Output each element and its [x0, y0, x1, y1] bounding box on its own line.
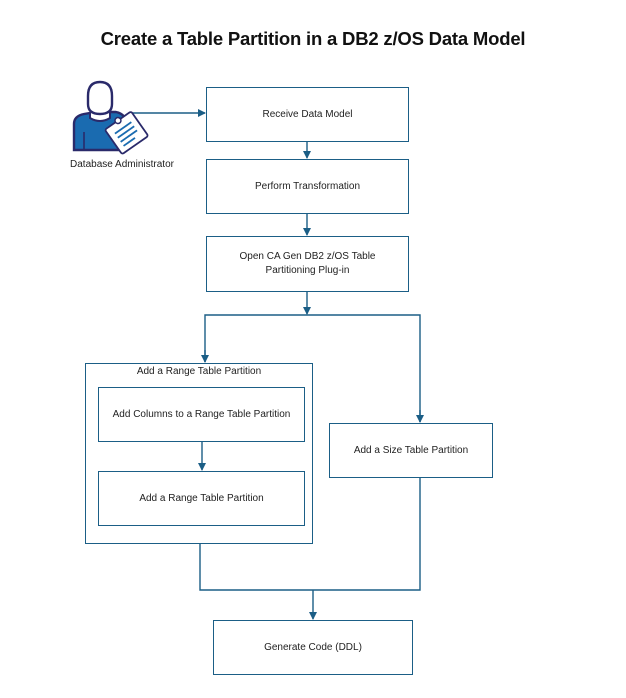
branch-line [204, 314, 421, 422]
step-open-plugin: Open CA Gen DB2 z/OS Table Partitioning … [206, 236, 409, 292]
step-add-range-partition: Add a Range Table Partition [98, 471, 305, 526]
step-add-size-partition: Add a Size Table Partition [329, 423, 493, 478]
step-label: Receive Data Model [262, 108, 353, 120]
step-receive-data-model: Receive Data Model [206, 87, 409, 142]
step-label: Perform Transformation [254, 180, 361, 192]
step-label: Add a Size Table Partition [353, 444, 469, 456]
diagram-title: Create a Table Partition in a DB2 z/OS D… [100, 28, 526, 49]
step-label: Generate Code (DDL) [264, 641, 362, 653]
group-label: Add a Range Table Partition [136, 366, 262, 377]
merge-line [199, 477, 421, 591]
step-label: Add Columns to a Range Table Partition [112, 408, 291, 420]
step-label: Open CA Gen DB2 z/OS Table Partitioning … [239, 251, 376, 276]
step-generate-code: Generate Code (DDL) [213, 620, 413, 675]
step-add-columns: Add Columns to a Range Table Partition [98, 387, 305, 442]
step-label: Add a Range Table Partition [139, 492, 264, 504]
user-with-clipboard-icon [72, 80, 149, 155]
range-partition-group: Add a Range Table Partition [85, 363, 313, 544]
step-perform-transformation: Perform Transformation [206, 159, 409, 214]
actor-label: Database Administrator [70, 159, 174, 170]
